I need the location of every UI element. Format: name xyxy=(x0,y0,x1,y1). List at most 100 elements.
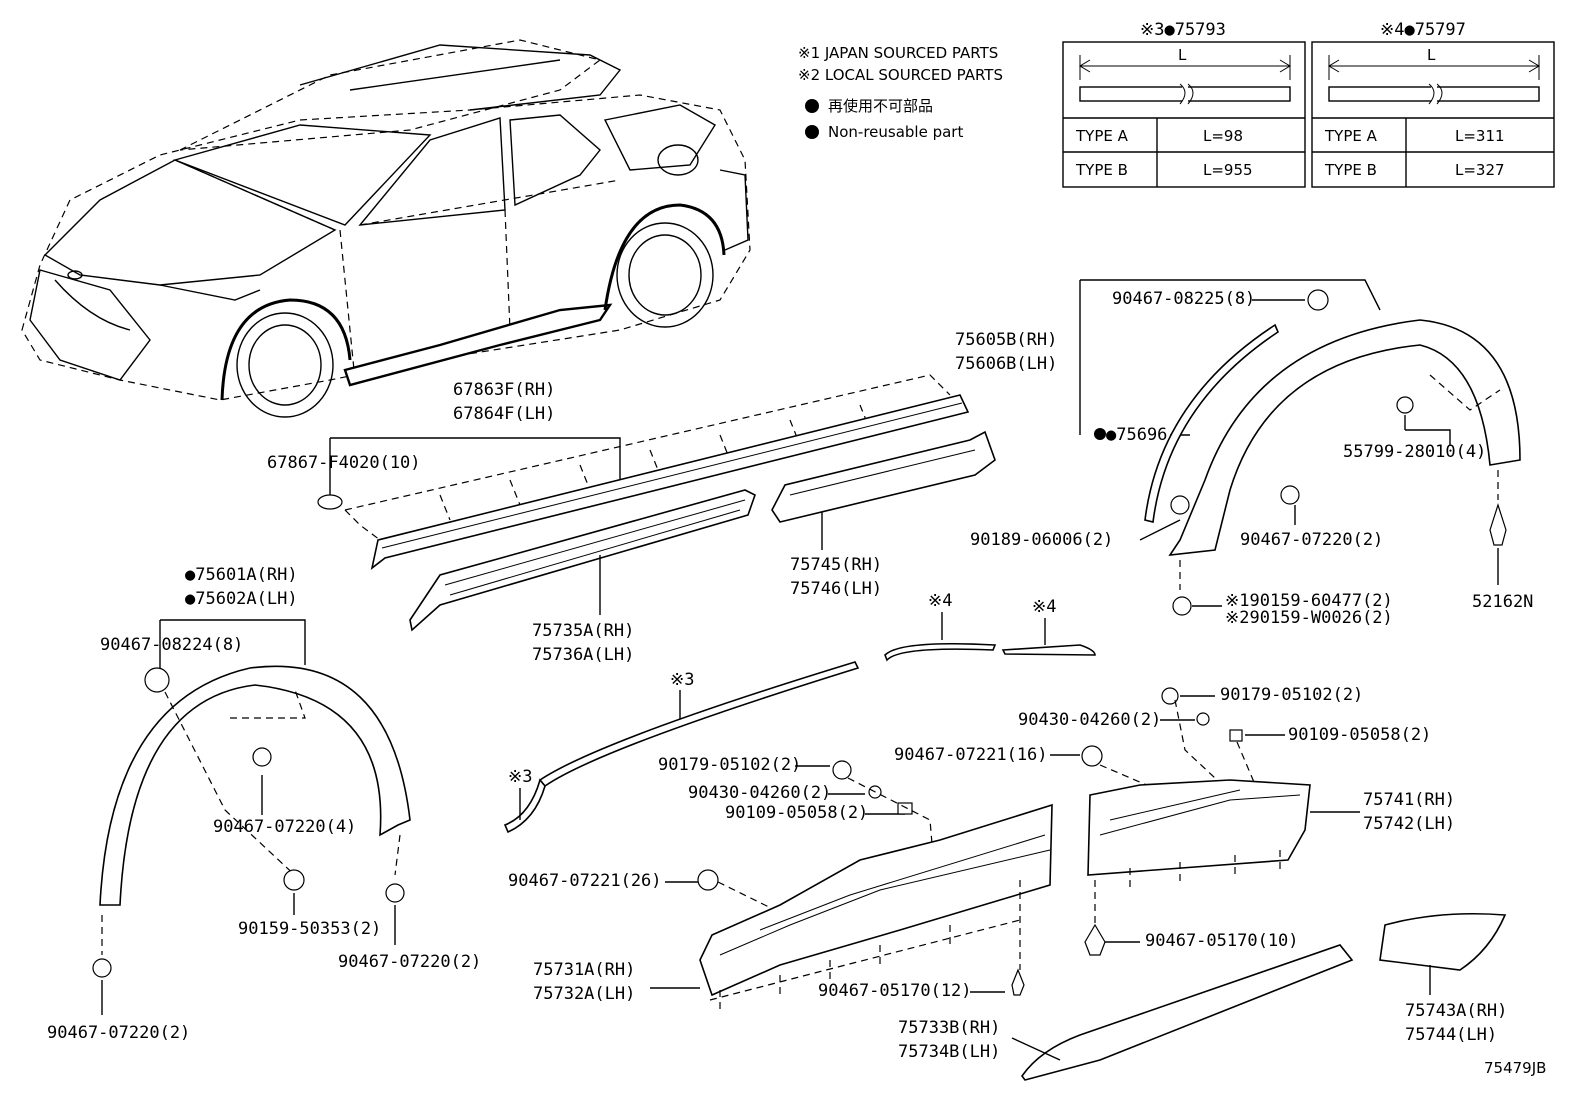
non-reusable-dot-icon xyxy=(805,125,819,139)
part-label-75731A[interactable]: 75731A(RH) xyxy=(533,960,635,980)
clip-icon xyxy=(252,747,272,767)
clip-icon xyxy=(697,869,719,891)
table-row-type: TYPE B xyxy=(1075,161,1128,179)
tape-group: ※4 ※4 ※3 ※3 xyxy=(503,591,1096,834)
diagram-code: 75479JB xyxy=(1484,1059,1546,1077)
part-label-90467-07220-a[interactable]: 90467-07220(2) xyxy=(338,952,481,972)
clip-icon xyxy=(1011,968,1025,996)
bolt-icon xyxy=(897,802,913,815)
table-title: ※4●75797 xyxy=(1380,20,1466,40)
part-label-90109-05058-b[interactable]: 90109-05058(2) xyxy=(1288,725,1431,745)
part-label-90179-05102-a[interactable]: 90179-05102(2) xyxy=(658,755,801,775)
clip-icon xyxy=(1396,396,1414,414)
note-local-sourced: ※2 LOCAL SOURCED PARTS xyxy=(798,66,1003,84)
part-label-90430-04260-a[interactable]: 90430-04260(2) xyxy=(688,783,831,803)
clip-icon xyxy=(1081,745,1103,767)
part-label-75602A[interactable]: ●75602A(LH) xyxy=(185,589,298,609)
door-molding-group: 90179-05102(2) 90430-04260(2) 90109-0505… xyxy=(508,755,1053,1010)
tape-mark: ※3 xyxy=(508,767,532,787)
part-label-75732A[interactable]: 75732A(LH) xyxy=(533,984,635,1004)
length-table-75797: ※4●75797 L TYPE A L=311 TYPE B L=327 xyxy=(1311,20,1555,188)
table-row-type: TYPE B xyxy=(1324,161,1377,179)
part-label-90467-05170-12[interactable]: 90467-05170(12) xyxy=(818,981,972,1001)
part-label-75742[interactable]: 75742(LH) xyxy=(1363,814,1455,834)
part-label-75736A[interactable]: 75736A(LH) xyxy=(532,645,634,665)
length-mark: L xyxy=(1427,46,1436,64)
part-label-90467-07220-4[interactable]: 90467-07220(4) xyxy=(213,817,356,837)
table-row-type: TYPE A xyxy=(1075,127,1129,145)
part-label-75745[interactable]: 75745(RH) xyxy=(790,555,882,575)
bolt-icon xyxy=(1229,729,1243,742)
lower-strip-group: 75733B(RH) 75734B(LH) xyxy=(898,944,1354,1081)
length-table-75793: ※3●75793 L TYPE A L=98 TYPE B L=955 xyxy=(1062,20,1306,188)
screw-icon xyxy=(1172,596,1192,616)
part-label-290159-W0026[interactable]: ※290159-W0026(2) xyxy=(1225,608,1393,628)
part-label-75735A[interactable]: 75735A(RH) xyxy=(532,621,634,641)
part-label-190159-60477[interactable]: ※190159-60477(2) xyxy=(1225,591,1393,611)
vehicle-illustration xyxy=(21,39,751,418)
clip-icon xyxy=(317,494,343,510)
non-reusable-dot-icon xyxy=(1094,428,1106,440)
part-label-75744[interactable]: 75744(LH) xyxy=(1405,1025,1497,1045)
part-label-75606B[interactable]: 75606B(LH) xyxy=(955,354,1057,374)
part-label-67867-F4020[interactable]: 67867-F4020(10) xyxy=(267,453,421,473)
tape-mark: ※4 xyxy=(928,591,952,611)
part-label-90467-05170-10[interactable]: 90467-05170(10) xyxy=(1145,931,1299,951)
table-title: ※3●75793 xyxy=(1140,20,1226,40)
part-label-90189-06006[interactable]: 90189-06006(2) xyxy=(970,530,1113,550)
part-label-90467-08224[interactable]: 90467-08224(8) xyxy=(100,635,243,655)
clip-icon xyxy=(1280,485,1300,505)
part-label-75743A[interactable]: 75743A(RH) xyxy=(1405,1001,1507,1021)
screw-icon xyxy=(283,869,305,891)
table-row-value: L=98 xyxy=(1203,127,1243,145)
part-label-75733B[interactable]: 75733B(RH) xyxy=(898,1018,1000,1038)
tape-mark: ※3 xyxy=(670,670,694,690)
nut-icon xyxy=(832,760,852,780)
tape-mark: ※4 xyxy=(1032,597,1056,617)
table-row-value: L=327 xyxy=(1455,161,1505,179)
part-label-67864F[interactable]: 67864F(LH) xyxy=(453,404,555,424)
note-nonreuse-en: Non-reusable part xyxy=(828,123,963,141)
part-label-75734B[interactable]: 75734B(LH) xyxy=(898,1042,1000,1062)
part-label-90467-07221-26[interactable]: 90467-07221(26) xyxy=(508,871,662,891)
clip-icon xyxy=(92,958,112,978)
part-label-90159-50353[interactable]: 90159-50353(2) xyxy=(238,919,381,939)
part-label-75601A[interactable]: ●75601A(RH) xyxy=(185,565,298,585)
part-label-90467-08225[interactable]: 90467-08225(8) xyxy=(1112,289,1255,309)
note-nonreuse-jp: 再使用不可部品 xyxy=(828,97,933,115)
washer-icon xyxy=(1196,712,1210,726)
table-row-type: TYPE A xyxy=(1324,127,1378,145)
front-wheel-flare-group: ●75601A(RH) ●75602A(LH) 90467-08224(8) 9… xyxy=(47,565,481,1043)
clip-icon xyxy=(1170,495,1190,515)
quarter-molding-group: 90179-05102(2) 90430-04260(2) 90109-0505… xyxy=(894,685,1455,956)
clip-icon xyxy=(385,883,405,903)
part-label-67863F[interactable]: 67863F(RH) xyxy=(453,380,555,400)
part-label-90467-07220-c[interactable]: 90467-07220(2) xyxy=(1240,530,1383,550)
part-label-75741[interactable]: 75741(RH) xyxy=(1363,790,1455,810)
clip-icon xyxy=(1307,289,1329,311)
part-label-90467-07221-16[interactable]: 90467-07221(16) xyxy=(894,745,1048,765)
part-label-90179-05102-b[interactable]: 90179-05102(2) xyxy=(1220,685,1363,705)
legend-notes: ※1 JAPAN SOURCED PARTS ※2 LOCAL SOURCED … xyxy=(798,44,1003,141)
clip-icon xyxy=(144,667,170,693)
table-row-value: L=311 xyxy=(1455,127,1505,145)
part-label-52162N[interactable]: 52162N xyxy=(1472,592,1533,612)
rear-wheel-flare-group: 90467-08225(8) 75605B(RH) 75606B(LH) ●75… xyxy=(955,279,1533,628)
nut-icon xyxy=(1161,687,1179,705)
rocker-molding-group: 67863F(RH) 67864F(LH) 67867-F4020(10) 75… xyxy=(267,374,996,665)
length-mark: L xyxy=(1178,46,1187,64)
part-label-90467-07220-b[interactable]: 90467-07220(2) xyxy=(47,1023,190,1043)
part-label-90430-04260-b[interactable]: 90430-04260(2) xyxy=(1018,710,1161,730)
non-reusable-dot-icon xyxy=(805,99,819,113)
part-label-55799-28010[interactable]: 55799-28010(4) xyxy=(1343,442,1486,462)
part-label-75746[interactable]: 75746(LH) xyxy=(790,579,882,599)
part-label-75696[interactable]: ●75696 xyxy=(1106,425,1167,445)
note-japan-sourced: ※1 JAPAN SOURCED PARTS xyxy=(798,44,998,62)
table-row-value: L=955 xyxy=(1203,161,1253,179)
part-label-75605B[interactable]: 75605B(RH) xyxy=(955,330,1057,350)
clip-icon xyxy=(1489,503,1507,546)
clip-icon xyxy=(1084,923,1106,956)
part-label-90109-05058-a[interactable]: 90109-05058(2) xyxy=(725,803,868,823)
rear-lower-strip-group: 75743A(RH) 75744(LH) xyxy=(1379,912,1507,1045)
